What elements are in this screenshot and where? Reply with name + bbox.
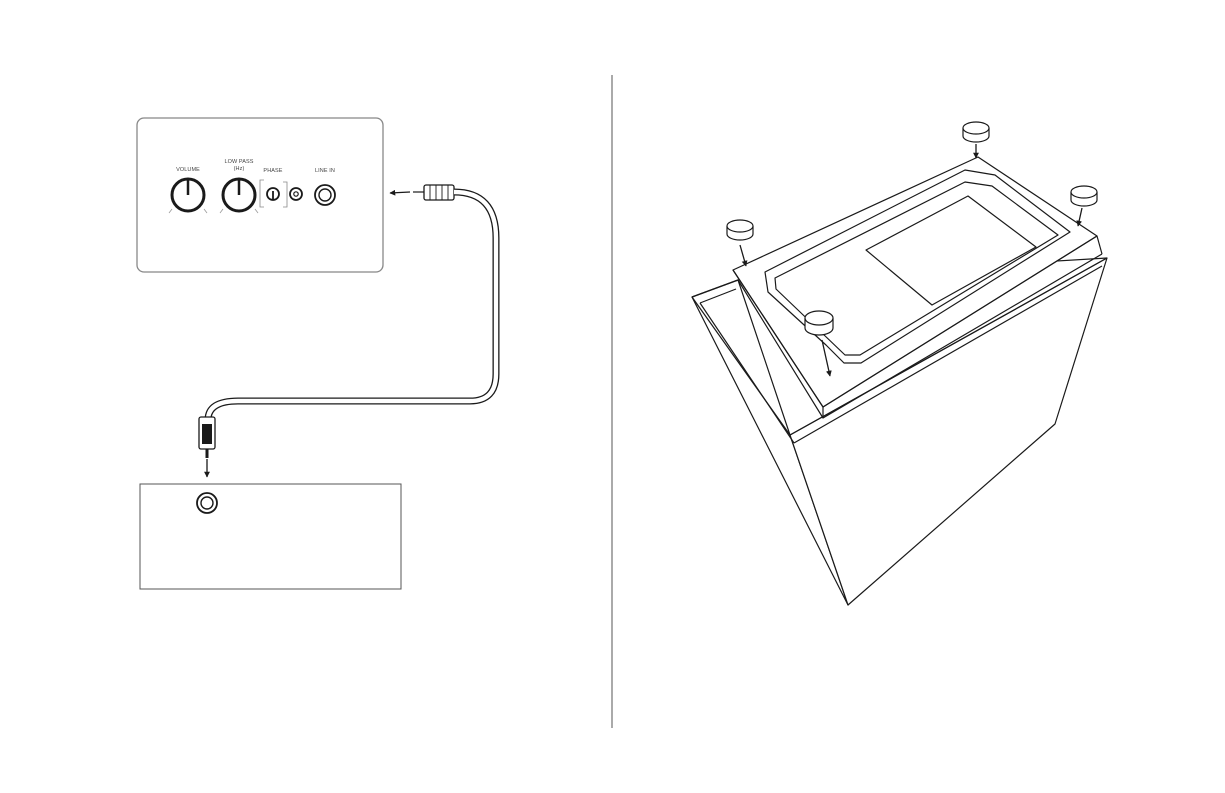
source-device-panel [140,484,401,589]
volume-label: VOLUME [176,167,200,173]
line-in-jack-icon[interactable] [315,185,335,205]
line-in-label: LINE IN [315,168,335,174]
rca-plug-top-icon [413,185,454,200]
foot-pad-icon[interactable] [963,122,989,142]
lowpass-unit-label: (Hz) [234,166,245,172]
foot-pad-icon[interactable] [1071,186,1097,206]
foot-arrow [740,245,746,266]
rca-plug-bottom-icon [199,417,215,458]
subwoofer-feet-diagram [692,122,1107,605]
lowpass-label: LOW PASS [224,159,253,165]
phase-label: PHASE [263,168,282,174]
foot-pad-icon[interactable] [805,311,833,335]
foot-pad-icon[interactable] [727,220,753,240]
plug-in-arrow [390,192,410,193]
connection-diagram: VOLUME LOW PASS (Hz) PHASE LINE IN [137,118,496,589]
source-output-jack-icon[interactable] [197,493,217,513]
foot-arrow [1078,208,1082,226]
